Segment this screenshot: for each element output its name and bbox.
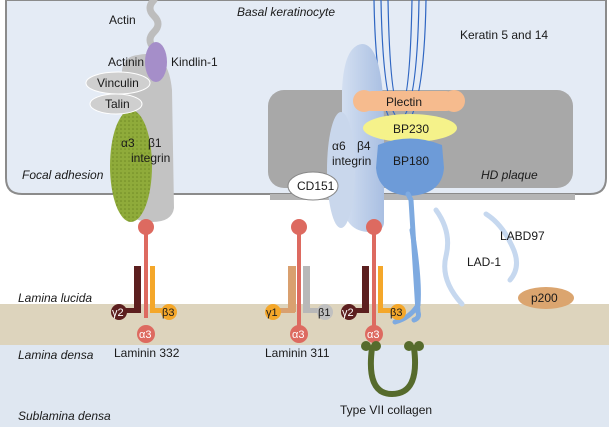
chain-alpha3-b: α3 (292, 329, 304, 341)
laminin-311 (265, 219, 333, 343)
label-kindlin: Kindlin-1 (171, 55, 218, 69)
bp230 (363, 114, 457, 142)
cd151 (287, 171, 339, 201)
label-bp180: BP180 (393, 154, 429, 168)
laminin-332 (111, 219, 177, 343)
membrane-strip (270, 194, 575, 200)
chain-beta1: β1 (318, 307, 330, 319)
label-focal-adhesion: Focal adhesion (22, 168, 104, 182)
label-bp230: BP230 (393, 122, 429, 136)
talin (89, 93, 143, 115)
label-plectin: Plectin (386, 95, 422, 109)
label-alpha3-integrin: α3 (121, 136, 135, 150)
label-lamina-lucida: Lamina lucida (18, 291, 92, 305)
labd97-fragment (483, 211, 519, 283)
plectin (353, 90, 465, 112)
chain-alpha3-c: α3 (367, 329, 379, 341)
lad-1-fragment (433, 207, 465, 307)
bp180 (376, 138, 444, 323)
label-type-vii-collagen: Type VII collagen (340, 403, 432, 417)
label-alpha6: α6 (332, 139, 346, 153)
label-labd97: LABD97 (500, 229, 545, 243)
chain-beta3-b: β3 (390, 307, 402, 319)
label-basal-keratinocyte: Basal keratinocyte (237, 5, 335, 19)
label-keratin: Keratin 5 and 14 (460, 28, 548, 42)
kindlin-1 (145, 42, 167, 82)
label-actin: Actin (109, 13, 136, 27)
label-cd151: CD151 (297, 179, 335, 193)
label-integrin-fa: integrin (131, 151, 170, 165)
bp180-ectodomain (392, 227, 421, 325)
label-hd-plaque: HD plaque (481, 168, 538, 182)
chain-beta3-a: β3 (162, 307, 174, 319)
label-lad1: LAD-1 (467, 255, 501, 269)
label-actinin: Actinin (108, 55, 144, 69)
chain-alpha3-a: α3 (139, 329, 151, 341)
chain-gamma2-b: γ2 (342, 307, 354, 319)
integrin-alpha3 (110, 110, 152, 222)
laminin-332-hd (341, 219, 406, 343)
sublamina-densa-layer (0, 345, 609, 427)
label-vinculin: Vinculin (97, 76, 139, 90)
label-lamina-densa: Lamina densa (18, 348, 94, 362)
label-sublamina-densa: Sublamina densa (18, 409, 111, 423)
label-laminin-332: Laminin 332 (114, 346, 180, 360)
label-p200: p200 (531, 291, 558, 305)
p200 (518, 287, 574, 309)
type-vii-collagen (361, 341, 424, 398)
integrin-alpha6 (327, 112, 355, 228)
label-laminin-311: Laminin 311 (265, 346, 330, 360)
chain-gamma1: γ1 (266, 307, 278, 319)
label-beta1-integrin: β1 (148, 136, 162, 150)
actin-filament (146, 0, 162, 52)
label-beta4: β4 (357, 139, 371, 153)
chain-gamma2-a: γ2 (112, 307, 124, 319)
label-talin: Talin (105, 97, 130, 111)
label-integrin-hd: integrin (332, 154, 371, 168)
